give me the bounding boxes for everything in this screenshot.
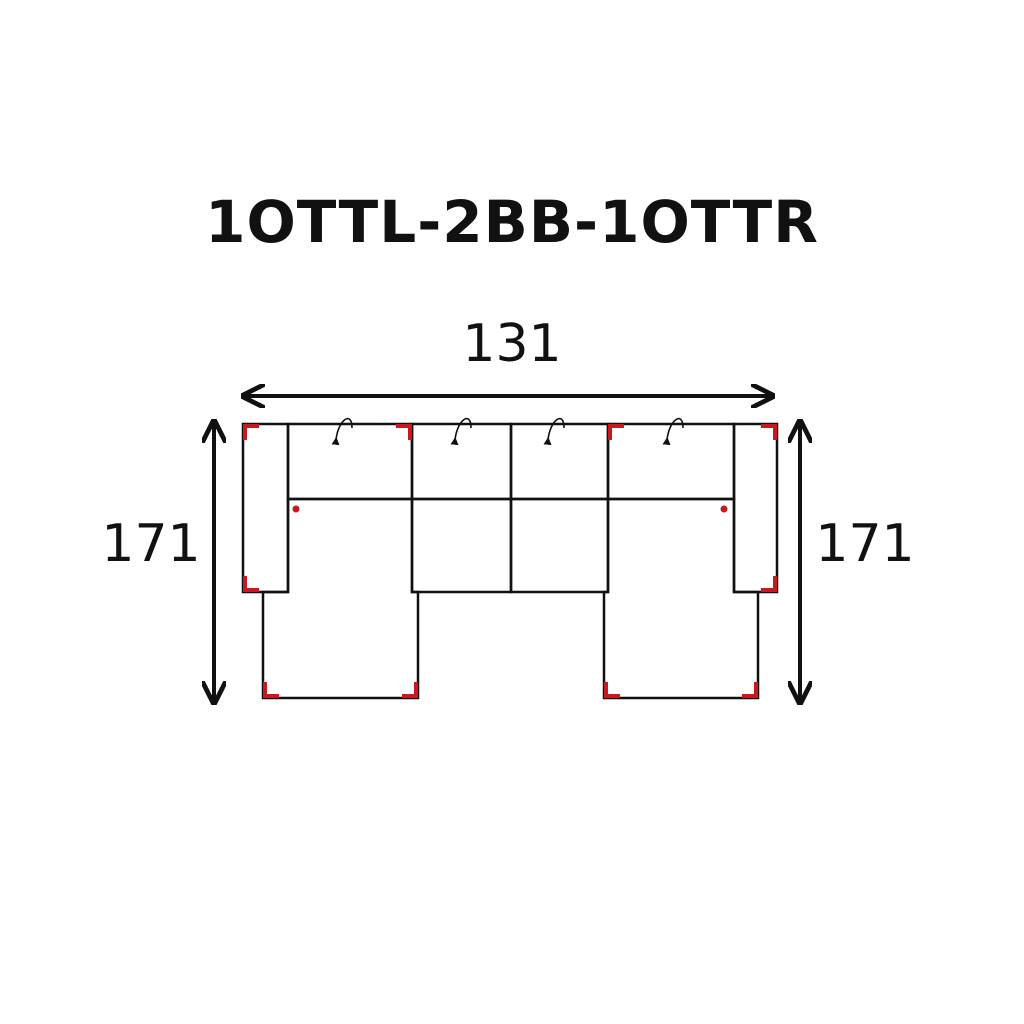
recliner-arrow-icon (331, 417, 353, 446)
configuration-title: 1OTTL-2BB-1OTTR (205, 188, 819, 256)
right-connector-dot (720, 505, 728, 513)
width-dimension-label: 131 (462, 314, 562, 374)
right-chaise-backrest (606, 422, 736, 501)
middle-left-seat (410, 497, 513, 594)
middle-right-backrest (509, 422, 610, 501)
left-chaise-backrest (286, 422, 414, 501)
right-armrest (732, 422, 779, 594)
left-armrest (241, 422, 290, 594)
recliner-arrow-icon (450, 417, 472, 446)
right-depth-dimension-label: 171 (815, 514, 915, 574)
corner-connectors (243, 424, 777, 698)
middle-left-backrest (410, 422, 513, 501)
left-depth-dimension-label: 171 (101, 514, 201, 574)
middle-right-seat (509, 497, 610, 594)
recliner-arrow-icon (662, 417, 684, 446)
left-chaise-seat (261, 497, 420, 700)
recliner-arrow-icon (543, 417, 565, 446)
left-connector-dot (292, 505, 300, 513)
